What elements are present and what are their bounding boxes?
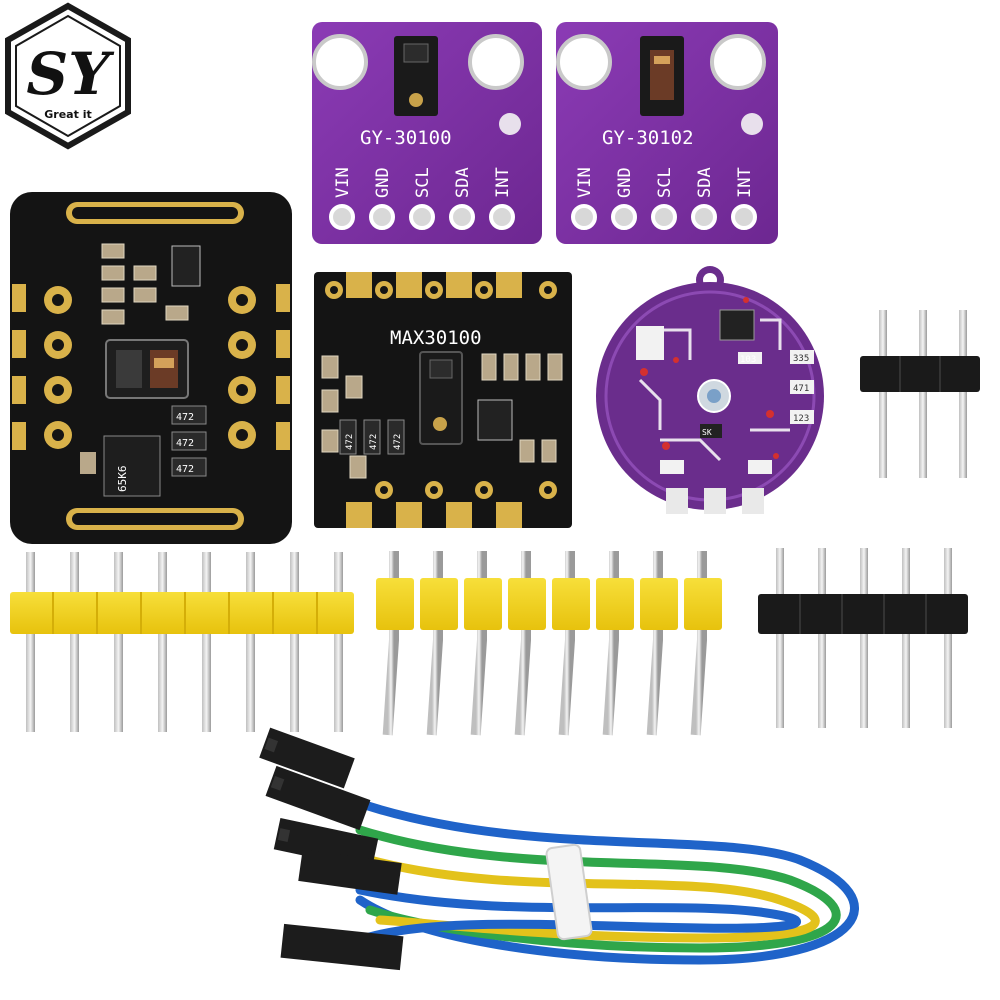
max30100-board: MAX30100 472 472 472 (314, 272, 572, 528)
max30100-model-label: MAX30100 (390, 327, 482, 349)
black-header-5pin (758, 548, 968, 728)
yellow-header-angled (376, 551, 722, 736)
pulse-component-code: 335 (793, 354, 809, 364)
max30100-resistor-code: 472 (369, 434, 379, 450)
dupont-cable (259, 727, 859, 971)
gy30102-pin-label: SDA (695, 167, 715, 198)
pulse-component-code: 123 (793, 414, 809, 424)
black-header-3pin (860, 310, 980, 478)
gy30102-board: GY-30102 VIN GND SCL SDA INT (556, 22, 778, 244)
max30100-resistor-code: 472 (393, 434, 403, 450)
mh-resistor-code: 472 (176, 464, 194, 475)
gy30102-pin-label: VIN (575, 167, 595, 198)
gy30102-pin-label: INT (735, 167, 755, 198)
gy30100-board: GY-30100 VIN GND SCL SDA INT (312, 22, 542, 244)
pulse-sensor-board: 103 335 471 123 SK S (596, 266, 824, 515)
max30100-resistor-code: 472 (345, 434, 355, 450)
gy30100-pin-label: SCL (413, 167, 433, 198)
yellow-header-straight (10, 552, 354, 732)
gy30102-pin-row: VIN GND SCL SDA INT (575, 167, 755, 198)
gy30100-pin-label: INT (493, 167, 513, 198)
brand-logo: SY Great it (5, 2, 131, 150)
pulse-pad-label: S (642, 494, 653, 515)
gy30100-model-label: GY-30100 (360, 127, 452, 149)
gy30100-pin-row: VIN GND SCL SDA INT (333, 167, 513, 198)
gy30102-model-label: GY-30102 (602, 127, 694, 149)
gy30100-pin-label: GND (373, 167, 393, 198)
gy30102-pin-label: SCL (655, 167, 675, 198)
mh-resistor-code: 472 (176, 412, 194, 423)
gy30102-pin-label: GND (615, 167, 635, 198)
mh-resistor-code: 472 (176, 438, 194, 449)
pulse-component-code: 471 (793, 384, 809, 394)
pulse-component-code: 103 (740, 355, 756, 365)
mh-chip-code: 65K6 (116, 466, 129, 493)
gy30100-pin-label: VIN (333, 167, 353, 198)
pulse-component-code: SK (702, 428, 712, 437)
logo-letters: SY (26, 40, 115, 108)
logo-tagline: Great it (44, 108, 91, 121)
mh-sensor-board: 472 472 472 65K6 (10, 192, 292, 544)
gy30100-pin-label: SDA (453, 167, 473, 198)
